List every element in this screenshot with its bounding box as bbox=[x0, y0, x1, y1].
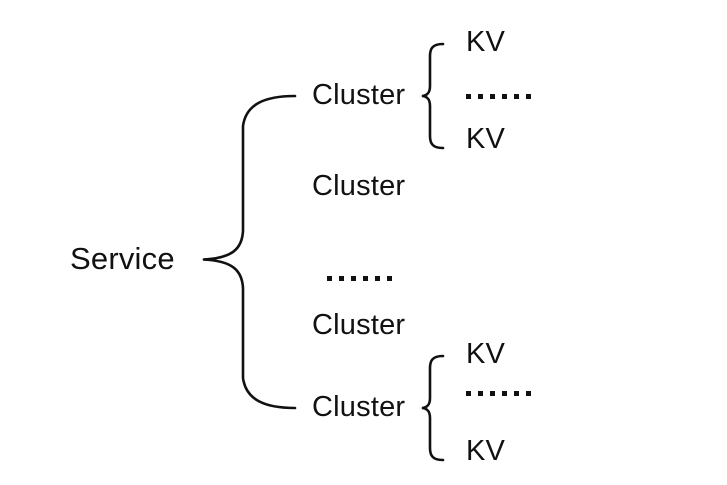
cluster-4-to-kv-brace bbox=[421, 354, 445, 462]
ellipsis-dot bbox=[375, 276, 380, 281]
service-to-clusters-brace bbox=[202, 94, 297, 410]
kv-node-top-1-label: KV bbox=[466, 26, 506, 58]
ellipsis-dot bbox=[502, 94, 507, 99]
ellipsis-dot bbox=[514, 94, 519, 99]
cluster-1-to-kv-brace bbox=[421, 42, 445, 150]
ellipsis-dot bbox=[490, 391, 495, 396]
ellipsis-dot bbox=[478, 94, 483, 99]
ellipsis-dot bbox=[526, 94, 531, 99]
ellipsis-dot bbox=[514, 391, 519, 396]
kv-node-top-2-label: KV bbox=[466, 123, 506, 155]
cluster-node-4-label: Cluster bbox=[312, 391, 406, 423]
ellipsis-dot bbox=[466, 391, 471, 396]
ellipsis-dot bbox=[327, 276, 332, 281]
kv-node-bottom-2-label: KV bbox=[466, 435, 506, 467]
ellipsis-dot bbox=[526, 391, 531, 396]
ellipsis-dot bbox=[490, 94, 495, 99]
ellipsis-dot bbox=[387, 276, 392, 281]
kv-node-bottom-1-label: KV bbox=[466, 338, 506, 370]
cluster-node-2-label: Cluster bbox=[312, 170, 406, 202]
kv-bottom-ellipsis bbox=[466, 391, 531, 396]
ellipsis-dot bbox=[339, 276, 344, 281]
ellipsis-dot bbox=[363, 276, 368, 281]
ellipsis-dot bbox=[351, 276, 356, 281]
kv-top-ellipsis bbox=[466, 94, 531, 99]
cluster-node-1-label: Cluster bbox=[312, 79, 406, 111]
service-node-label: Service bbox=[70, 241, 175, 276]
ellipsis-dot bbox=[478, 391, 483, 396]
cluster-node-3-label: Cluster bbox=[312, 309, 406, 341]
cluster-ellipsis bbox=[327, 276, 392, 281]
ellipsis-dot bbox=[466, 94, 471, 99]
ellipsis-dot bbox=[502, 391, 507, 396]
